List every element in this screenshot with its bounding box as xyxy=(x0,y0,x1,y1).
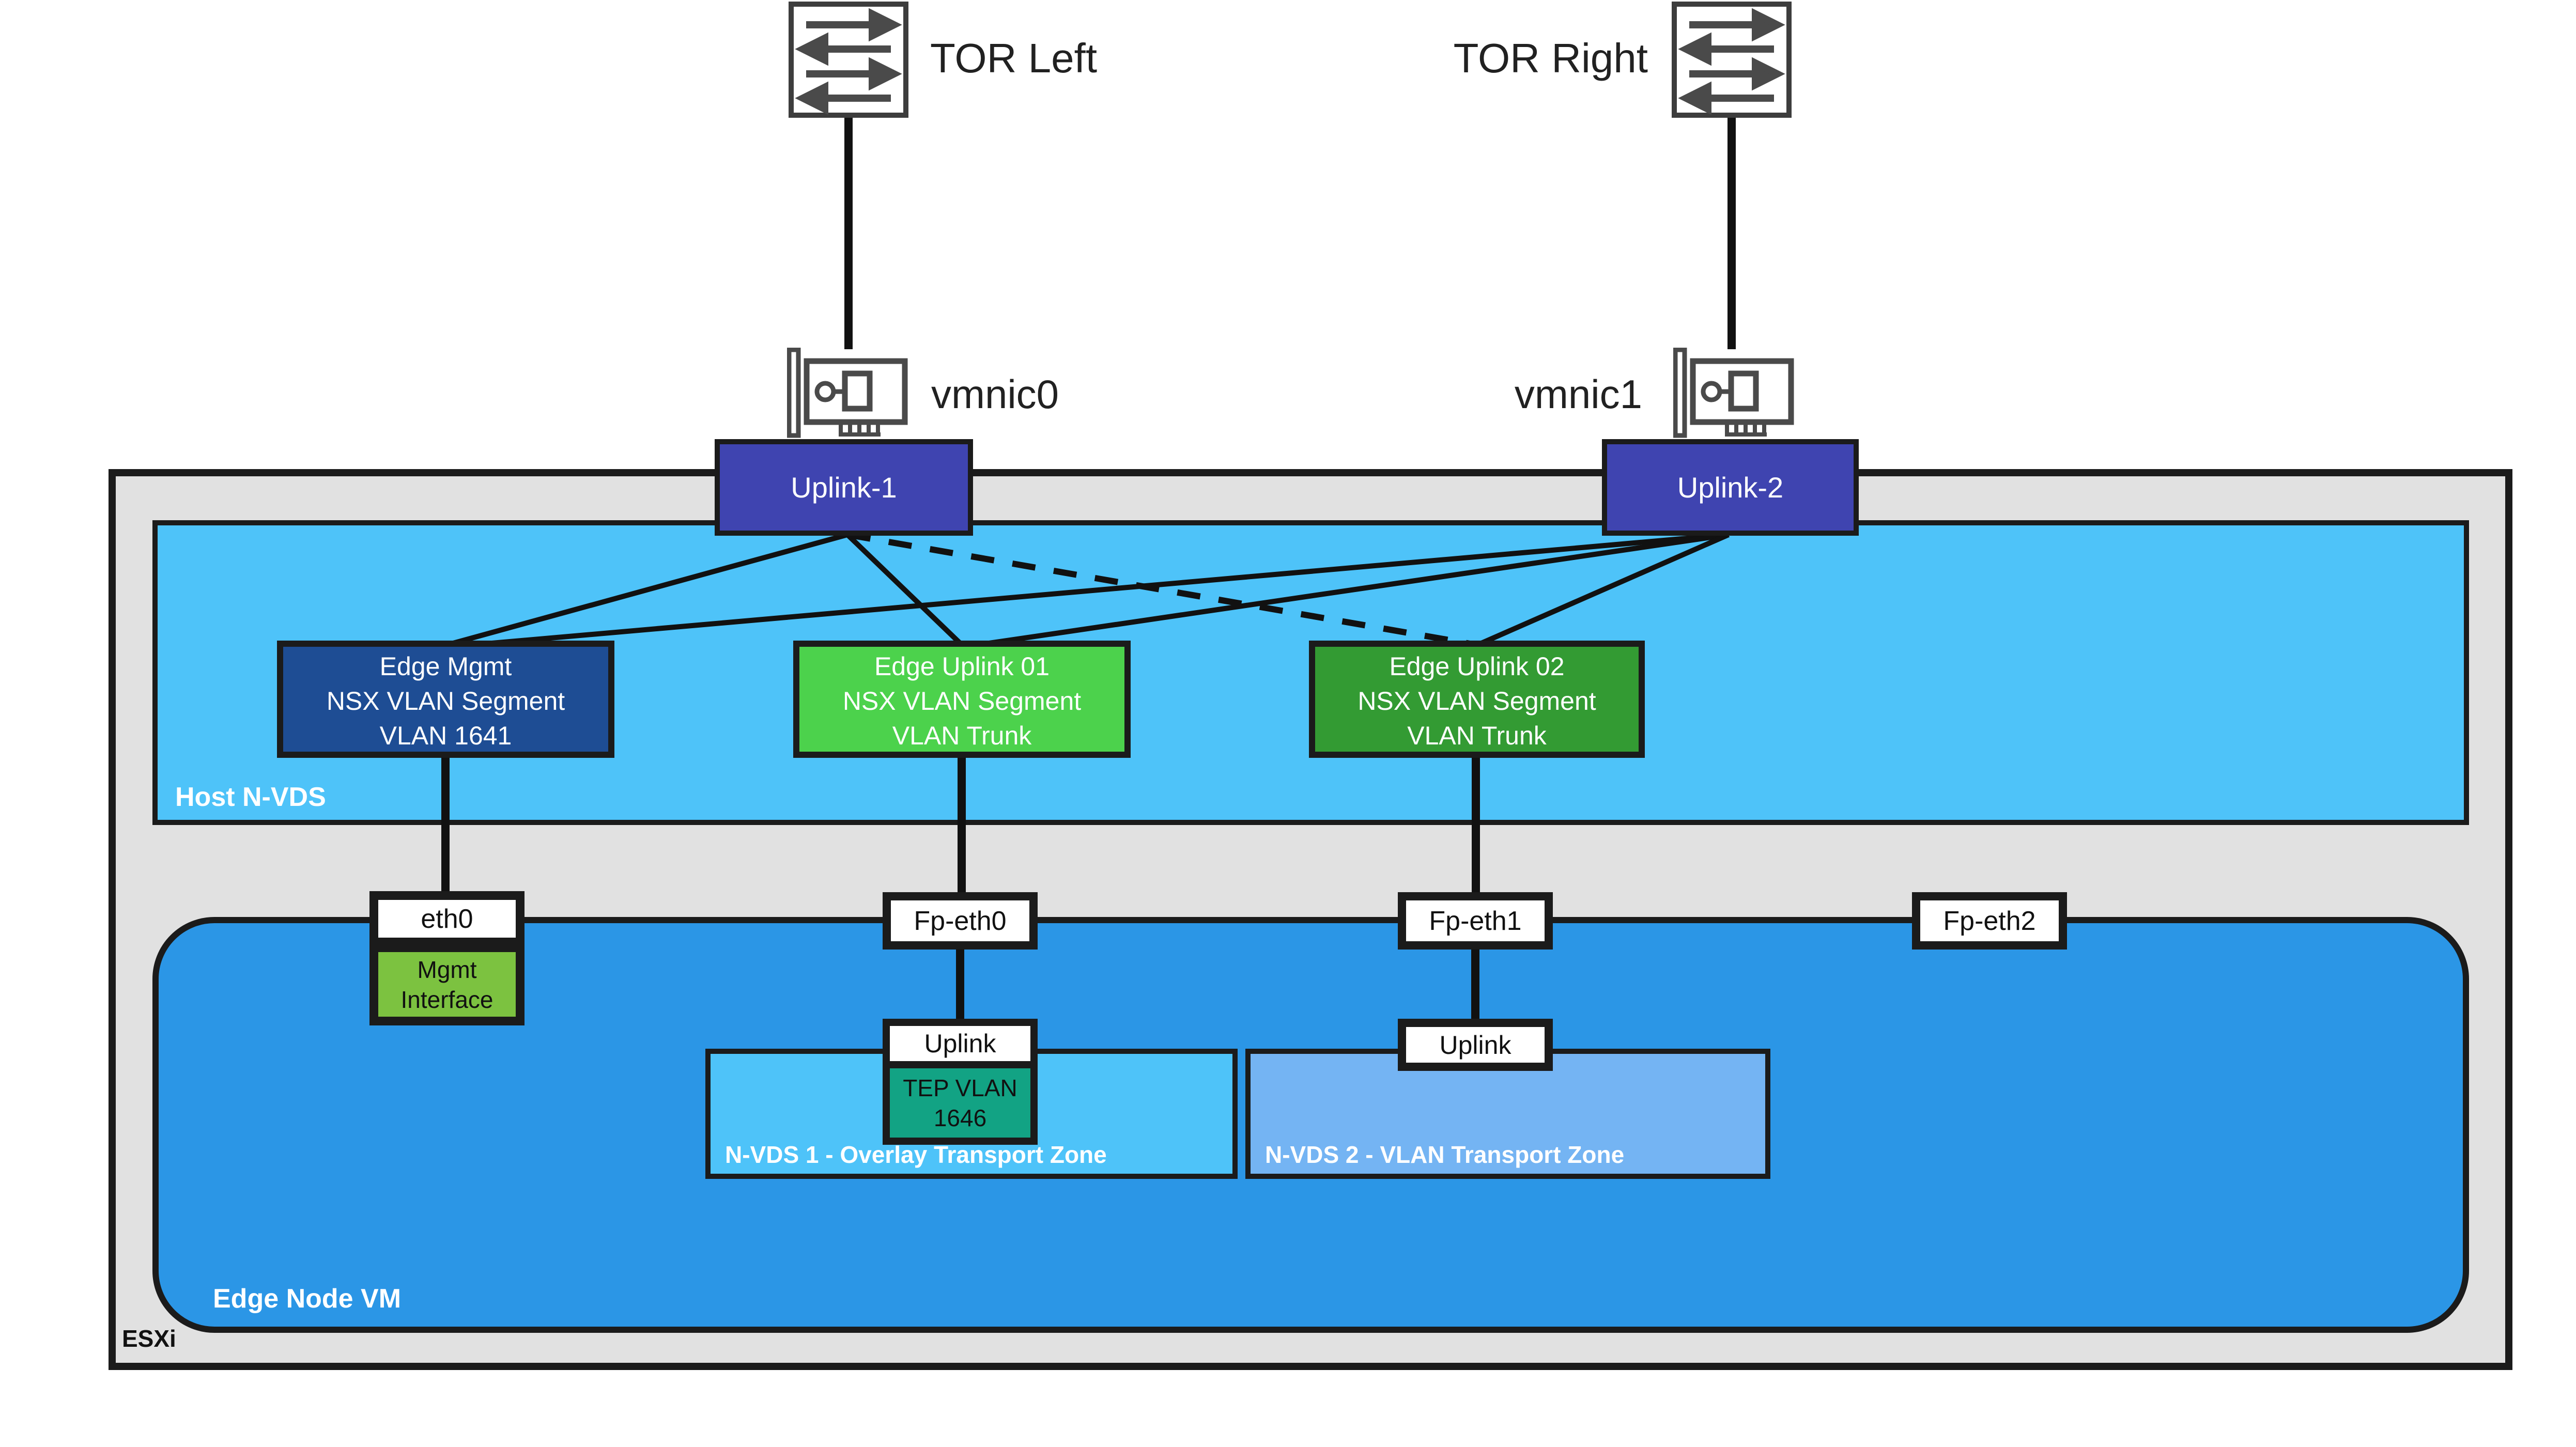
nvds2-zone-label: N-VDS 2 - VLAN Transport Zone xyxy=(1265,1141,1625,1168)
edge-uplink02-segment-line3: VLAN Trunk xyxy=(1407,721,1547,750)
nvds2-uplink-port: Uplink xyxy=(1398,1019,1553,1071)
edge-uplink01-segment-line1: Edge Uplink 01 xyxy=(874,652,1050,681)
tor-left-label: TOR Left xyxy=(930,35,1098,81)
edge-uplink02-segment-line2: NSX VLAN Segment xyxy=(1358,687,1596,715)
mgmt-interface-box: Mgmt Interface xyxy=(378,952,516,1017)
edge-mgmt-segment-line3: VLAN 1641 xyxy=(379,721,512,750)
tor-right-switch-icon xyxy=(1672,2,1792,118)
edge-node-vm-label: Edge Node VM xyxy=(213,1284,402,1314)
eth0-port: eth0 xyxy=(378,900,516,938)
vmnic0-nic-icon xyxy=(787,348,909,439)
nvds1-zone-label: N-VDS 1 - Overlay Transport Zone xyxy=(725,1141,1107,1168)
tor-right-label: TOR Right xyxy=(1453,35,1648,81)
uplink-2-box: Uplink-2 xyxy=(1602,439,1859,536)
edge-uplink02-segment-box: Edge Uplink 02 NSX VLAN Segment VLAN Tru… xyxy=(1309,641,1645,758)
nvds1-uplink-port-group: Uplink TEP VLAN 1646 xyxy=(883,1019,1038,1145)
tep-vlan-box: TEP VLAN 1646 xyxy=(890,1068,1030,1138)
vmnic1-nic-icon xyxy=(1673,348,1795,439)
uplink-1-box: Uplink-1 xyxy=(715,439,973,536)
edge-mgmt-segment-line1: Edge Mgmt xyxy=(379,652,512,681)
edge-mgmt-segment-line2: NSX VLAN Segment xyxy=(326,687,565,715)
vmnic1-label: vmnic1 xyxy=(1514,371,1642,417)
vmnic0-label: vmnic0 xyxy=(931,371,1059,417)
nvds1-uplink-port: Uplink xyxy=(890,1026,1030,1061)
fp-eth1-port: Fp-eth1 xyxy=(1398,892,1553,950)
edge-uplink01-segment-line3: VLAN Trunk xyxy=(892,721,1032,750)
edge-uplink02-segment-line1: Edge Uplink 02 xyxy=(1389,652,1565,681)
edge-mgmt-segment-box: Edge Mgmt NSX VLAN Segment VLAN 1641 xyxy=(277,641,614,758)
nvds1-overlay-zone-box: N-VDS 1 - Overlay Transport Zone xyxy=(705,1049,1238,1179)
fp-eth2-port: Fp-eth2 xyxy=(1912,892,2067,950)
edge-uplink01-segment-box: Edge Uplink 01 NSX VLAN Segment VLAN Tru… xyxy=(793,641,1131,758)
fp-eth0-port: Fp-eth0 xyxy=(883,892,1038,950)
eth0-port-group: eth0 Mgmt Interface xyxy=(369,891,525,1025)
host-nvds-label: Host N-VDS xyxy=(175,782,326,812)
tor-left-switch-icon xyxy=(789,2,908,118)
esxi-label: ESXi xyxy=(122,1325,176,1352)
edge-uplink01-segment-line2: NSX VLAN Segment xyxy=(842,687,1082,715)
